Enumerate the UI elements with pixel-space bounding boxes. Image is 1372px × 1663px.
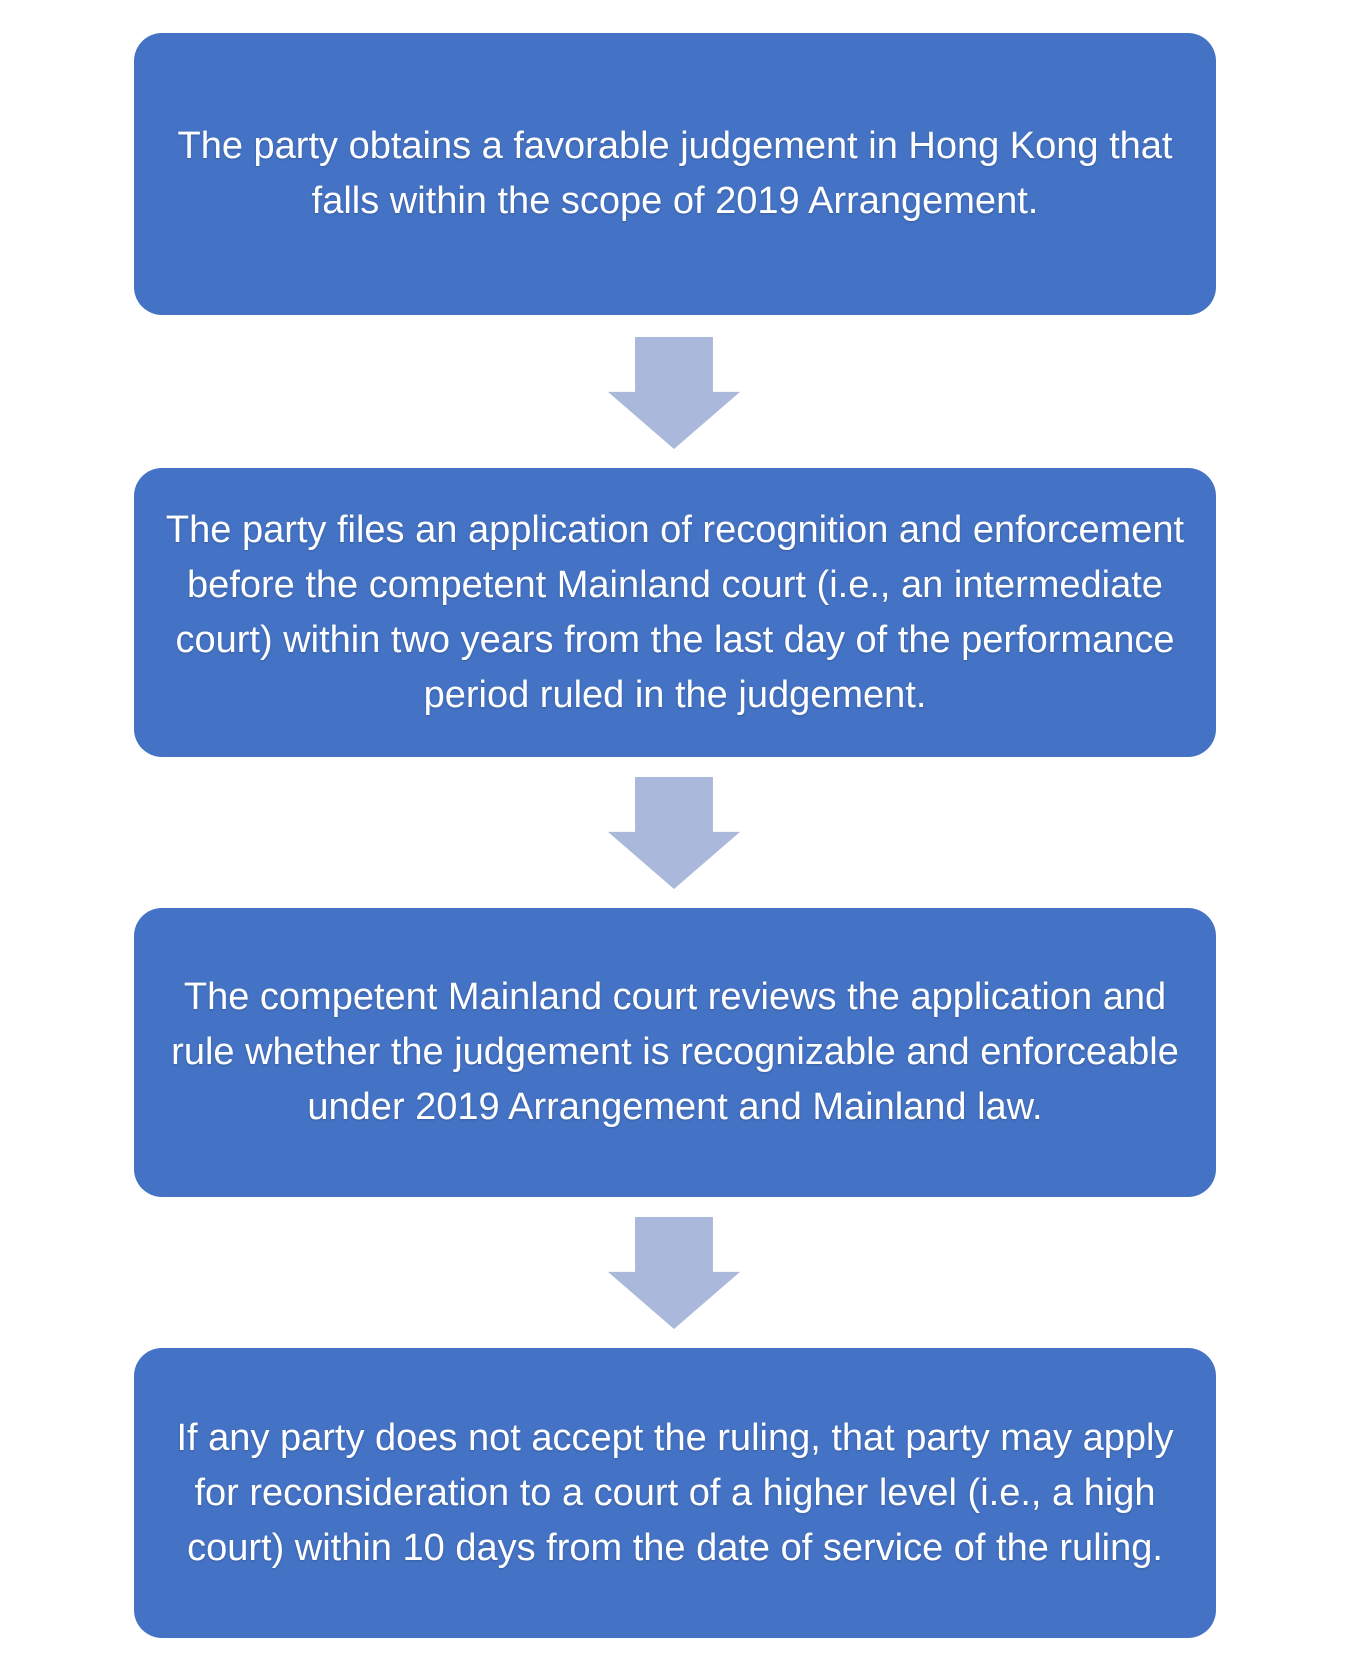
step-1-box: The party obtains a favorable judgement …: [134, 33, 1216, 315]
step-1-text: The party obtains a favorable judgement …: [177, 125, 1173, 222]
step-2-text: The party files an application of recogn…: [165, 508, 1185, 716]
step-3-box: The competent Mainland court reviews the…: [134, 908, 1216, 1197]
step-2-box: The party files an application of recogn…: [134, 468, 1216, 757]
step-3-text: The competent Mainland court reviews the…: [171, 976, 1179, 1128]
step-4-box: If any party does not accept the ruling,…: [134, 1348, 1216, 1638]
down-arrow-icon: [608, 337, 740, 449]
down-arrow-icon: [608, 777, 740, 889]
down-arrow-icon: [608, 1217, 740, 1329]
step-4-text: If any party does not accept the ruling,…: [176, 1416, 1174, 1569]
